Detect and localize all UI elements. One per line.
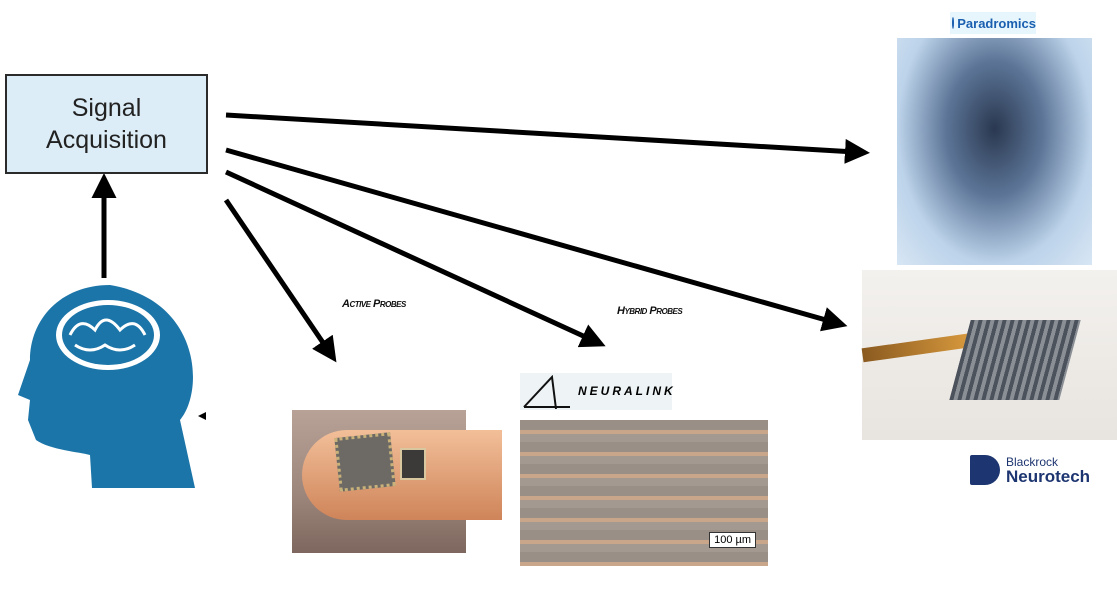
signal-box-line2: Acquisition	[46, 126, 167, 154]
scale-bar-label: 100 µm	[709, 532, 756, 548]
arrow-to-paradromics	[225, 112, 870, 164]
paradromics-logo: Paradromics	[950, 12, 1036, 34]
head-brain-icon	[18, 285, 195, 488]
utah-array-electrodes	[949, 320, 1081, 400]
hybrid-probes-label: Hybrid Probes	[617, 305, 683, 317]
blackrock-logo-line2: Neurotech	[1006, 466, 1091, 486]
arrow-to-blackrock	[225, 147, 848, 332]
active-probe-chip-image	[292, 410, 502, 553]
neuralink-logo: NEURALINK	[520, 373, 673, 410]
blackrock-logo-line1: Blackrock	[1006, 454, 1059, 469]
paradromics-logo-text: Paradromics	[957, 15, 1036, 31]
active-probes-label: Active Probes	[342, 298, 406, 310]
arrow-to-neuralink	[224, 169, 606, 348]
arrow-to-active	[223, 198, 337, 363]
neuralink-logo-text: NEURALINK	[578, 384, 676, 398]
paradromics-array-image	[897, 38, 1092, 265]
signal-box-line1: Signal	[71, 94, 142, 122]
neuralink-probe-image: 100 µm	[520, 420, 768, 566]
blackrock-logo-icon	[970, 455, 1000, 485]
